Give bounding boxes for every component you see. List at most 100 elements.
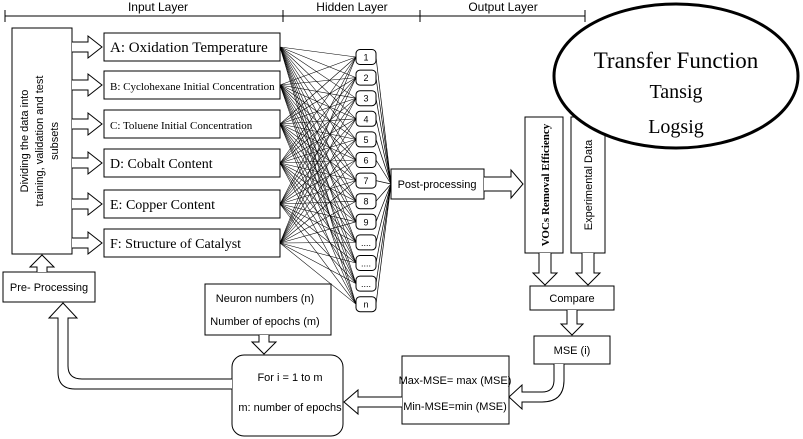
hidden-neuron-label: 3 [363,94,368,104]
input-hidden-connection [279,84,357,222]
hidden-neuron-label: 4 [363,114,368,124]
hidden-neuron-label: .... [361,259,371,269]
hidden-output-connection [375,159,392,185]
input-hidden-connection [279,84,357,161]
hidden-neuron-label: 9 [363,217,368,227]
input-variables: A: Oxidation Temperature B: Cyclohexane I… [72,32,281,258]
input-hidden-connection [279,200,357,205]
input-hidden-connection [279,84,357,181]
input-hidden-connection [279,56,357,125]
input-hidden-connection [279,242,357,264]
input-hidden-connection [279,203,357,223]
input-hidden-connection [279,84,357,243]
input-hidden-connection [279,98,357,244]
hidden-neuron [355,296,377,313]
hidden-output-connection [375,183,392,243]
hidden-output-connection [375,77,392,185]
input-box [103,32,281,62]
vocs-to-compare-arrow [531,253,559,286]
input-hidden-connection [279,84,357,99]
input-arrow [72,111,103,137]
hidden-output-connection [375,183,392,284]
input-hidden-connection [279,84,357,202]
data-split-text: Dividing the data into training, validat… [19,76,61,207]
experimental-data-label: Experimental Data [583,139,595,230]
hidden-neuron [355,110,377,127]
input-hidden-connection [279,77,357,164]
hidden-neuron [355,152,377,168]
experimental-to-compare-arrow [574,253,602,286]
input-hidden-connection [279,123,357,161]
input-label: A: Oxidation Temperature [110,40,268,56]
input-hidden-connection [279,123,357,305]
hidden-neuron [355,131,377,148]
tansig-label: Tansig [649,81,702,103]
input-arrow [72,150,103,176]
input-hidden-connection [279,98,357,205]
input-hidden-connection [279,97,357,125]
input-label: B: Cyclohexane Initial Concentration [110,81,275,93]
hidden-output-connection [375,98,392,185]
epoch-loop-box [231,354,344,437]
hidden-neuron [355,69,377,86]
input-hidden-connection [279,46,357,284]
layer-header: Input Layer Hidden Layer Output Layer [4,0,586,22]
input-hidden-connection [279,123,357,284]
mse-box [533,335,611,365]
input-hidden-connection [279,46,357,202]
input-hidden-connection [279,180,357,205]
compare-to-mse-arrow [559,310,585,336]
mse-label: MSE (i) [554,345,591,357]
input-hidden-connection [279,203,357,264]
hidden-neuron-label: 7 [363,176,368,186]
input-hidden-connection [279,46,357,264]
hidden-output-connection [375,139,392,185]
input-arrow [72,230,103,256]
hidden-output-connection [375,183,392,305]
input-box [103,189,281,219]
hidden-neuron-label: .... [361,279,371,289]
experimental-data-box [570,116,606,254]
input-label: F: Structure of Catalyst [110,237,241,252]
input-hidden-connection [279,46,357,58]
input-hidden-connection [279,46,357,119]
input-hidden-connection [279,118,357,125]
vocs-efficiency-box [524,116,564,254]
input-hidden-connection [279,139,357,244]
input-hidden-connection [279,56,357,164]
network-connections [279,46,392,305]
input-hidden-connection [279,56,357,244]
input-hidden-connection [279,203,357,243]
post-processing-box [390,168,485,200]
input-arrow [72,34,103,60]
input-box [103,70,281,100]
input-hidden-connection [279,84,357,305]
input-hidden-connection [279,56,357,86]
hidden-layer-label: Hidden Layer [316,0,387,14]
max-mse-label: Max-MSE= max (MSE) [399,375,512,387]
hidden-neuron-label: 8 [363,197,368,207]
hidden-output-connection [375,183,392,202]
hidden-neuron [355,255,377,271]
input-hidden-connection [279,203,357,284]
input-hidden-connection [279,46,357,161]
loop-to-preprocessing-arrow [47,302,232,390]
hidden-neuron [355,213,377,230]
hidden-neuron [355,90,377,107]
max-min-mse-box [401,355,510,425]
input-label: C: Toluene Initial Concentration [110,120,253,132]
minmax-to-loop-arrow [343,388,402,416]
hidden-neuron-label: 6 [363,156,368,166]
min-mse-label: Min-MSE=min (MSE) [403,401,507,413]
hidden-neuron-label: 5 [363,135,368,145]
input-hidden-connection [279,123,357,222]
input-hidden-connection [279,46,357,99]
hidden-neuron [355,193,377,210]
input-hidden-connection [279,46,357,181]
hidden-neuron-label: n [363,300,368,310]
input-box [103,109,281,139]
input-hidden-connection [279,84,357,264]
logsig-label: Logsig [648,116,704,138]
